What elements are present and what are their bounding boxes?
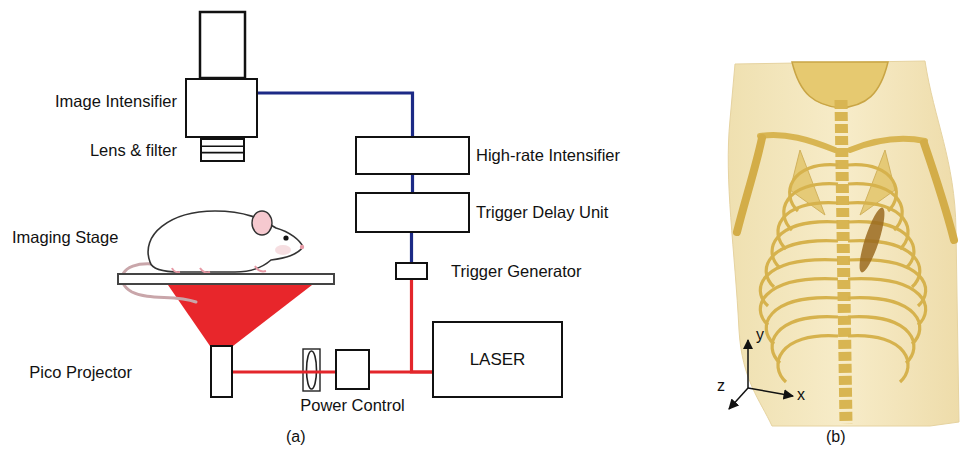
axis-label: z xyxy=(717,377,725,395)
lens-ring xyxy=(202,152,243,154)
mouse-feet xyxy=(172,266,266,273)
mouse-eye xyxy=(283,235,288,240)
focusing-lens xyxy=(307,351,317,389)
laser-box: LASER xyxy=(432,321,563,398)
node-label: Trigger Delay Unit xyxy=(476,203,608,222)
mouse-cheek xyxy=(275,245,291,255)
node-label: Lens & filter xyxy=(90,141,177,160)
signal-cable xyxy=(411,175,414,192)
delay-unit-box: Trigger Delay Unit xyxy=(355,192,470,233)
axis-label: y xyxy=(756,326,764,344)
rib xyxy=(848,336,908,382)
laser-beam xyxy=(370,370,432,373)
trigger-generator: Trigger Generator xyxy=(395,262,428,280)
power-control: Power Control xyxy=(335,349,370,390)
rib-cage xyxy=(760,165,925,382)
mouse-ear xyxy=(252,211,272,235)
axis-label: x xyxy=(797,386,805,404)
mouse-volume xyxy=(728,61,959,426)
clavicle xyxy=(760,135,835,150)
signal-cable xyxy=(258,93,413,136)
humerus xyxy=(737,138,762,232)
organ xyxy=(855,206,889,275)
node-label: High-rate Intensifier xyxy=(476,146,620,165)
spine xyxy=(841,100,846,424)
lens-ring xyxy=(202,146,243,148)
mouse-nose xyxy=(300,245,304,249)
imaging-stage: Imaging Stage xyxy=(117,273,335,285)
light-cone xyxy=(168,285,312,346)
node-label: Imaging Stage xyxy=(12,228,118,247)
lens-mount xyxy=(303,349,320,391)
node-label: Power Control xyxy=(300,396,405,415)
humerus xyxy=(924,143,954,240)
mouse-body xyxy=(148,211,303,272)
camera-tube xyxy=(200,12,245,78)
pico-projector: Pico Projector xyxy=(210,345,233,398)
intensifier-box: High-rate Intensifier xyxy=(355,136,470,175)
laser-beam xyxy=(233,370,335,373)
lens-outline xyxy=(202,140,243,160)
axis-arrow xyxy=(748,388,793,396)
panel-label: (b) xyxy=(826,428,846,446)
node-label: Trigger Generator xyxy=(451,262,582,281)
clavicle xyxy=(850,139,925,150)
laser-beam xyxy=(412,280,433,372)
signal-cable xyxy=(410,233,413,262)
node-label: LASER xyxy=(470,350,526,370)
axis-arrow xyxy=(729,388,748,409)
node-label: Image Intensifier xyxy=(55,92,177,111)
image-intensifier: Image Intensifier xyxy=(185,78,258,138)
panel-label: (a) xyxy=(286,428,306,446)
lens-filter: Lens & filter xyxy=(200,138,245,162)
axis-arrow xyxy=(747,340,749,388)
rib xyxy=(778,336,838,382)
node-label: Pico Projector xyxy=(29,363,132,382)
